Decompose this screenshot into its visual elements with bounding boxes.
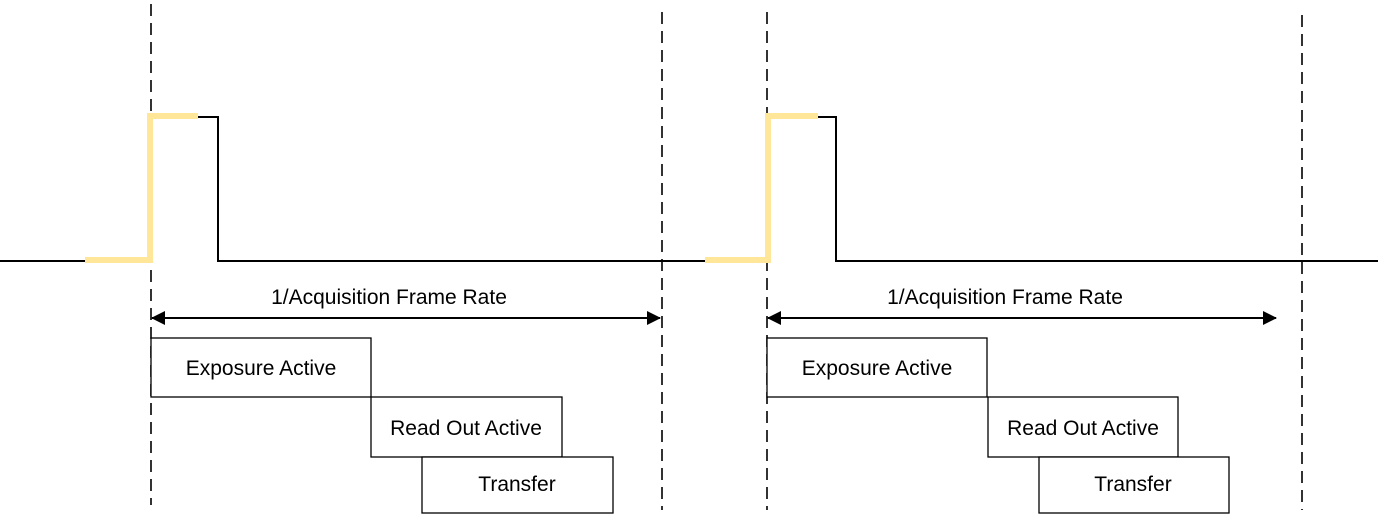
trigger-signal-waveform (0, 116, 1378, 262)
exposure-active-box (150, 337, 372, 398)
exposure-active-label: Exposure Active (802, 357, 953, 380)
transfer-box (421, 456, 614, 514)
exposure-active-box (766, 337, 988, 398)
trigger-highlight-cycle2 (705, 113, 818, 263)
readout-active-label: Read Out Active (1007, 417, 1159, 440)
cycle-1: 1/Acquisition Frame Rate Exposure Active… (150, 286, 661, 514)
trigger-highlight-cycle1 (85, 113, 198, 263)
exposure-active-label: Exposure Active (186, 357, 337, 380)
transfer-label: Transfer (1094, 473, 1171, 496)
transfer-label: Transfer (478, 473, 555, 496)
period-label: 1/Acquisition Frame Rate (887, 286, 1123, 309)
cycle-2: 1/Acquisition Frame Rate Exposure Active… (766, 286, 1277, 514)
readout-active-box (370, 396, 563, 458)
period-label: 1/Acquisition Frame Rate (271, 286, 507, 309)
readout-active-label: Read Out Active (390, 417, 542, 440)
transfer-box (1038, 456, 1230, 514)
